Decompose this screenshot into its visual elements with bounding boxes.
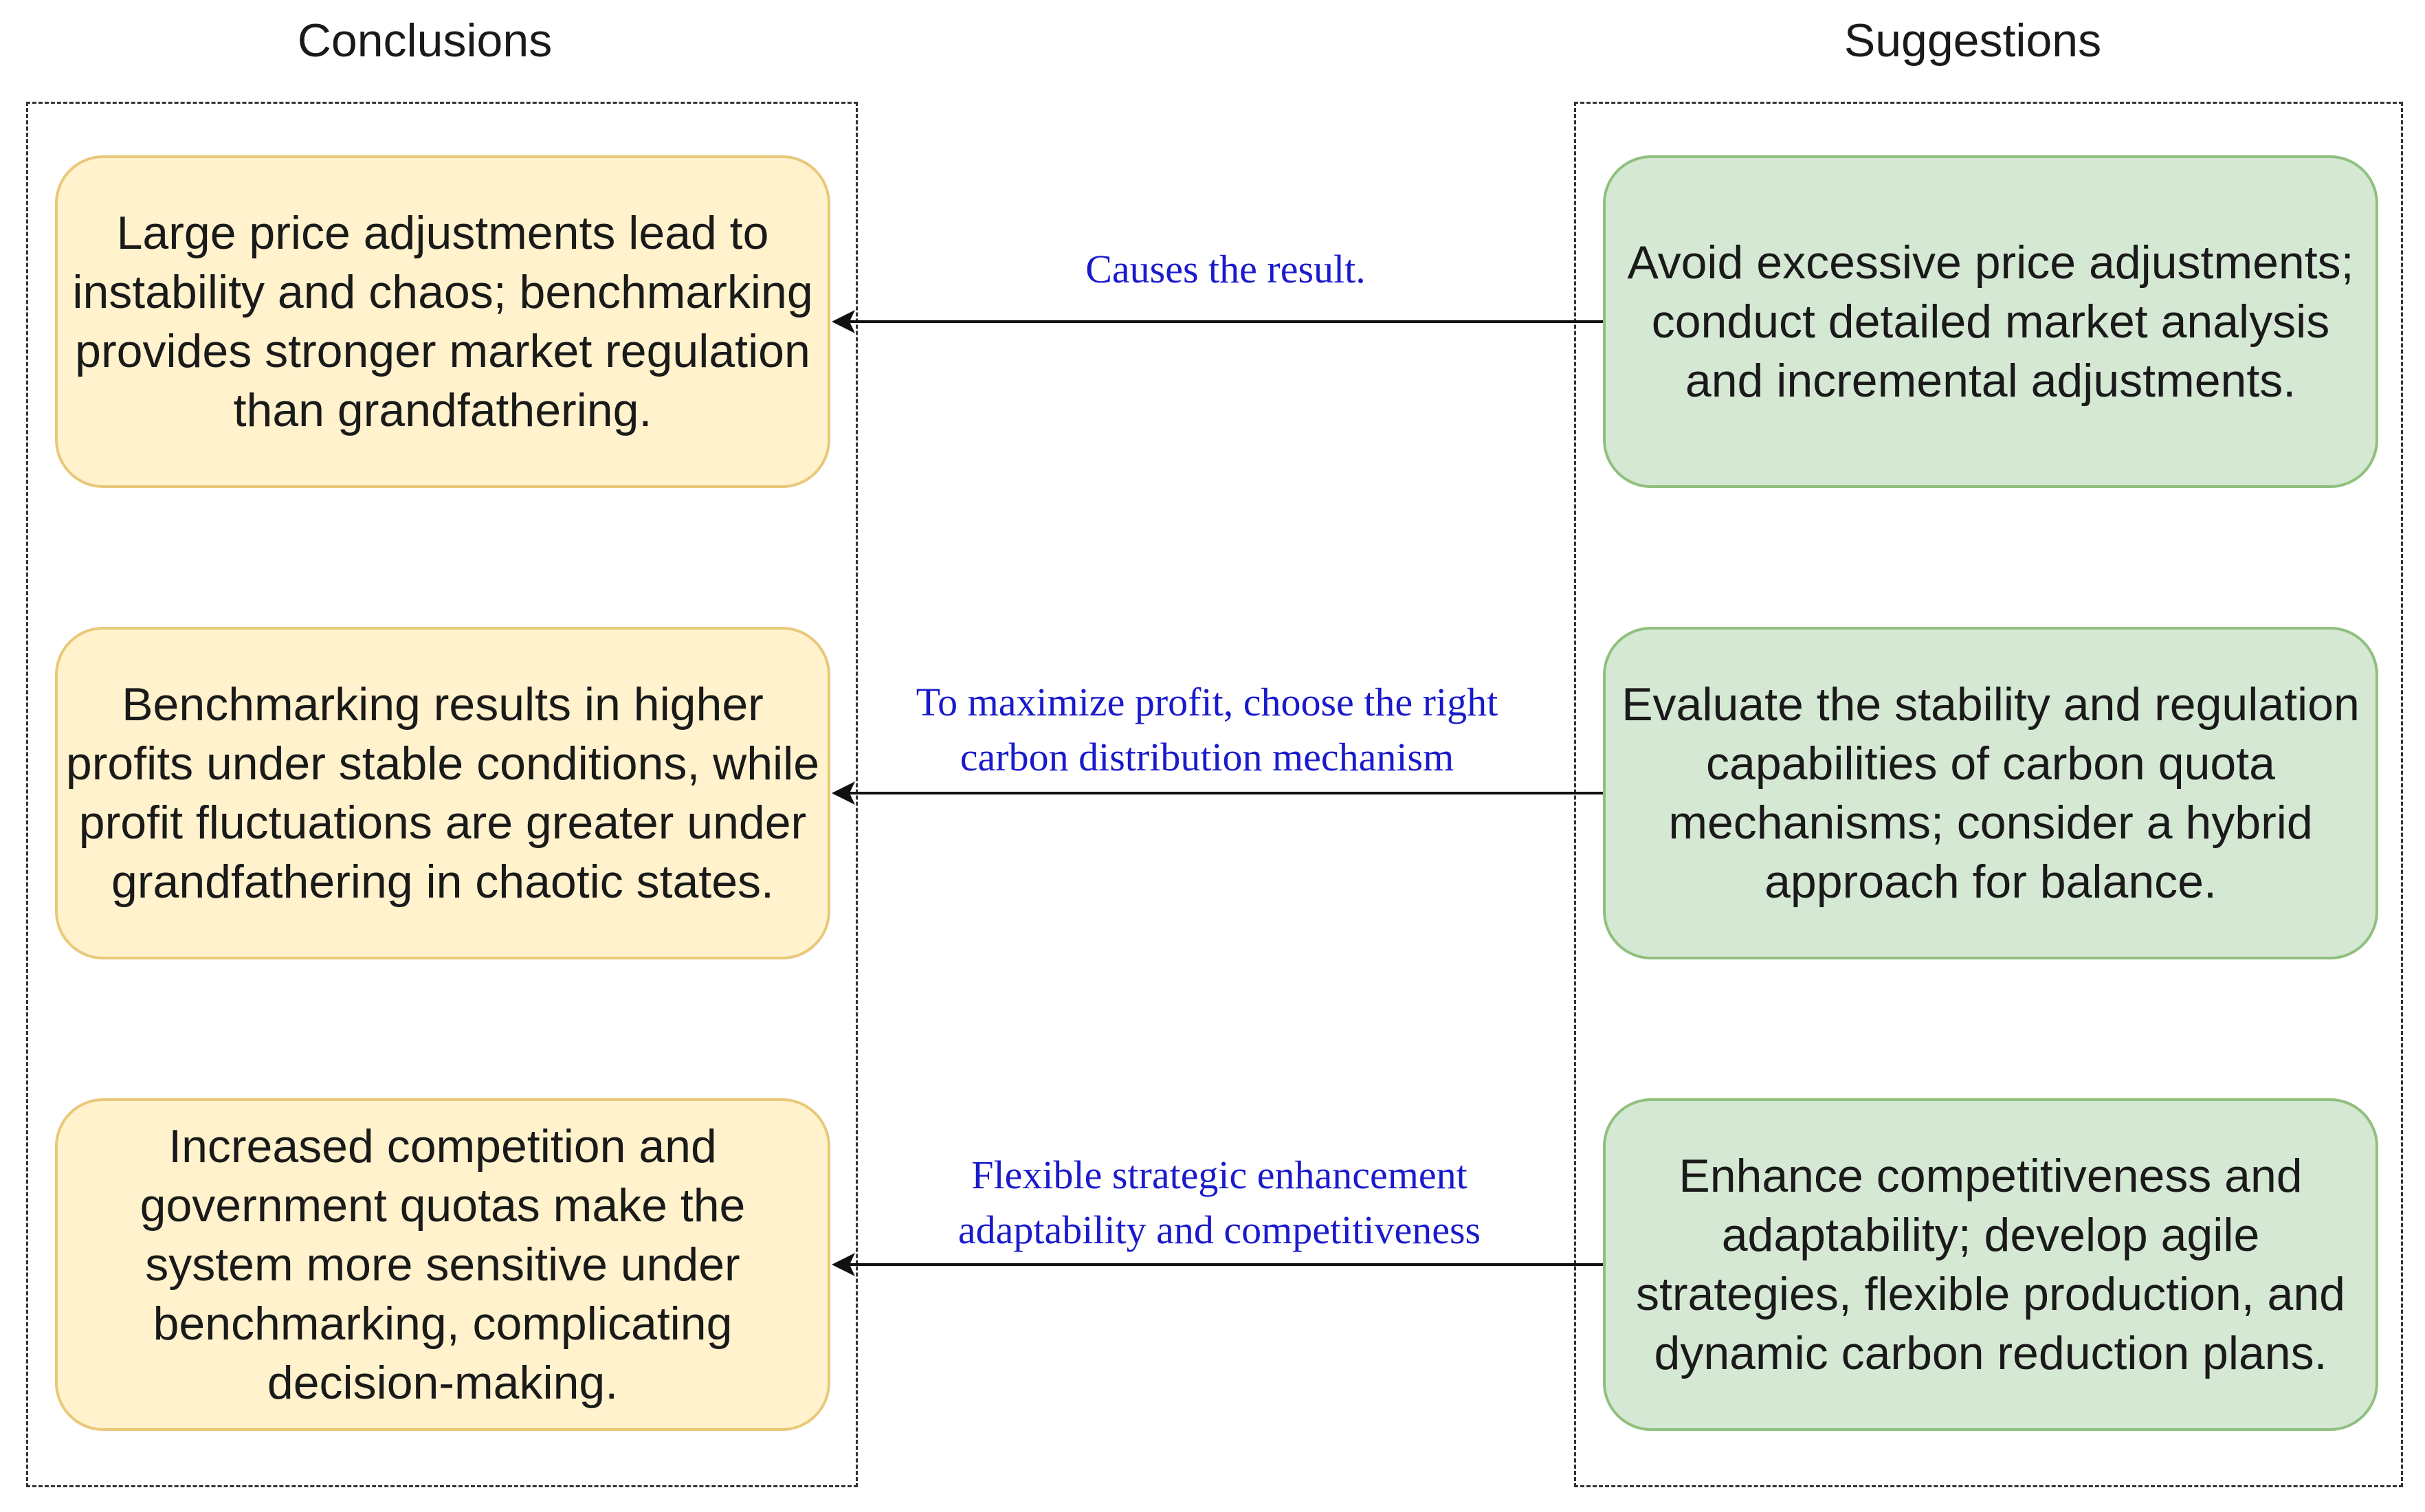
conclusion-box-1: Large price adjustments lead to instabil… [55, 155, 830, 488]
suggestion-text-3: Enhance competitiveness and adaptability… [1636, 1150, 2345, 1379]
arrow-label-1: Causes the result. [1085, 247, 1366, 291]
conclusions-group-frame [26, 102, 858, 1487]
conclusion-box-2: Benchmarking results in higher profits u… [55, 627, 830, 959]
suggestion-text-2: Evaluate the stability and regulation ca… [1621, 678, 2360, 908]
suggestions-header: Suggestions [1843, 14, 2102, 67]
arrow-label-3: Flexible strategic enhancement adaptabil… [957, 1153, 1481, 1252]
conclusion-text-3: Increased competition and government quo… [140, 1120, 746, 1409]
suggestion-text-1: Avoid excessive price adjustments; condu… [1627, 236, 2354, 407]
suggestion-box-3: Enhance competitiveness and adaptability… [1603, 1098, 2378, 1431]
conclusion-text-2: Benchmarking results in higher profits u… [65, 678, 820, 908]
arrow-label-2: To maximize profit, choose the right car… [916, 680, 1498, 779]
conclusion-text-1: Large price adjustments lead to instabil… [72, 207, 813, 436]
suggestions-group-frame [1574, 102, 2403, 1487]
suggestion-box-2: Evaluate the stability and regulation ca… [1603, 627, 2378, 959]
conclusion-box-3: Increased competition and government quo… [55, 1098, 830, 1431]
suggestion-box-1: Avoid excessive price adjustments; condu… [1603, 155, 2378, 488]
conclusions-header: Conclusions [297, 14, 553, 67]
